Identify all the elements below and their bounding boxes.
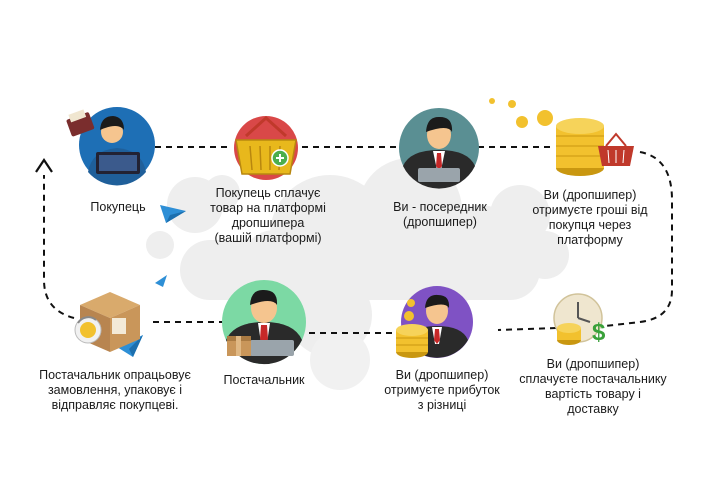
clock-dollar-icon: $ xyxy=(553,293,606,346)
paper-plane-icon xyxy=(160,205,186,223)
wallet-icon xyxy=(66,109,95,137)
basket-icon xyxy=(598,132,634,166)
label-you: Ви - посередник(дропшипер) xyxy=(393,200,487,229)
buyer-avatar xyxy=(66,107,155,186)
box-icon xyxy=(227,336,251,356)
flow-path xyxy=(43,146,673,334)
decor-dots xyxy=(489,98,553,128)
paper-plane-icon xyxy=(155,275,167,287)
shopping-basket-icon xyxy=(234,115,298,180)
label-buyer: Покупець xyxy=(90,200,146,214)
supplier-avatar xyxy=(222,280,306,365)
dropshipper-avatar xyxy=(399,108,479,189)
package-box-icon xyxy=(74,292,140,352)
svg-text:$: $ xyxy=(592,319,606,346)
coins-stack-icon xyxy=(556,118,604,176)
arrow-head-icon xyxy=(35,158,53,173)
coins-stack-icon xyxy=(396,299,428,358)
label-supplier: Постачальник xyxy=(223,373,305,387)
